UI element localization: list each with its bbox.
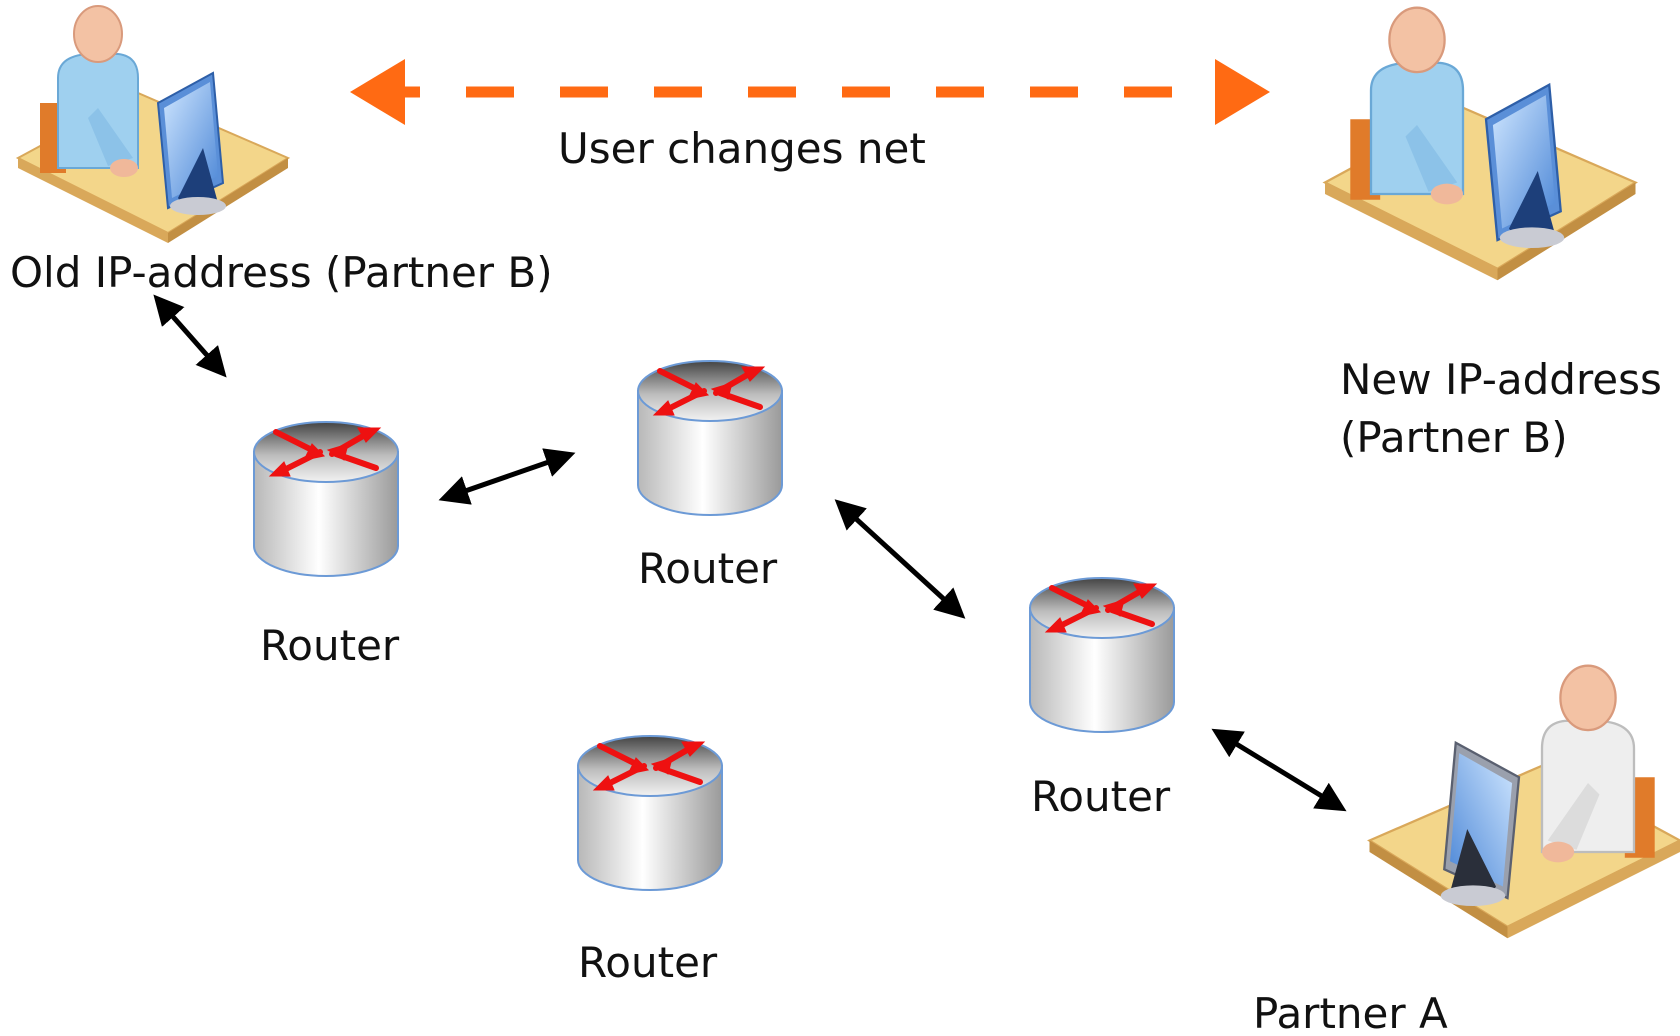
- router-3-label: Router: [1031, 772, 1171, 821]
- router-4-label: Router: [578, 938, 718, 987]
- net-change-label: User changes net: [558, 124, 926, 173]
- new-ip-user-icon: [1323, 6, 1637, 282]
- router-1-icon: [254, 422, 398, 576]
- router-3-icon: [1030, 578, 1174, 732]
- router-4-icon: [578, 736, 722, 890]
- old-ip-user-label: Old IP-address (Partner B): [10, 248, 553, 297]
- connection-arrow-router-1-router-2: [438, 448, 576, 505]
- router-2-icon: [638, 361, 782, 515]
- new-ip-user-label-line1: New IP-address: [1340, 355, 1662, 404]
- connection-arrow-router-2-router-3: [834, 499, 966, 619]
- old-ip-user-icon: [17, 5, 289, 244]
- router-2-label: Router: [638, 544, 778, 593]
- connection-arrow-old-user-router-1: [153, 294, 227, 378]
- router-1-label: Router: [260, 621, 400, 670]
- partner-a-label: Partner A: [1253, 989, 1448, 1036]
- connection-arrow-router-3-partner-a: [1211, 728, 1347, 812]
- partner-a-user-icon: [1368, 664, 1680, 940]
- new-ip-user-label-line2: (Partner B): [1340, 413, 1568, 462]
